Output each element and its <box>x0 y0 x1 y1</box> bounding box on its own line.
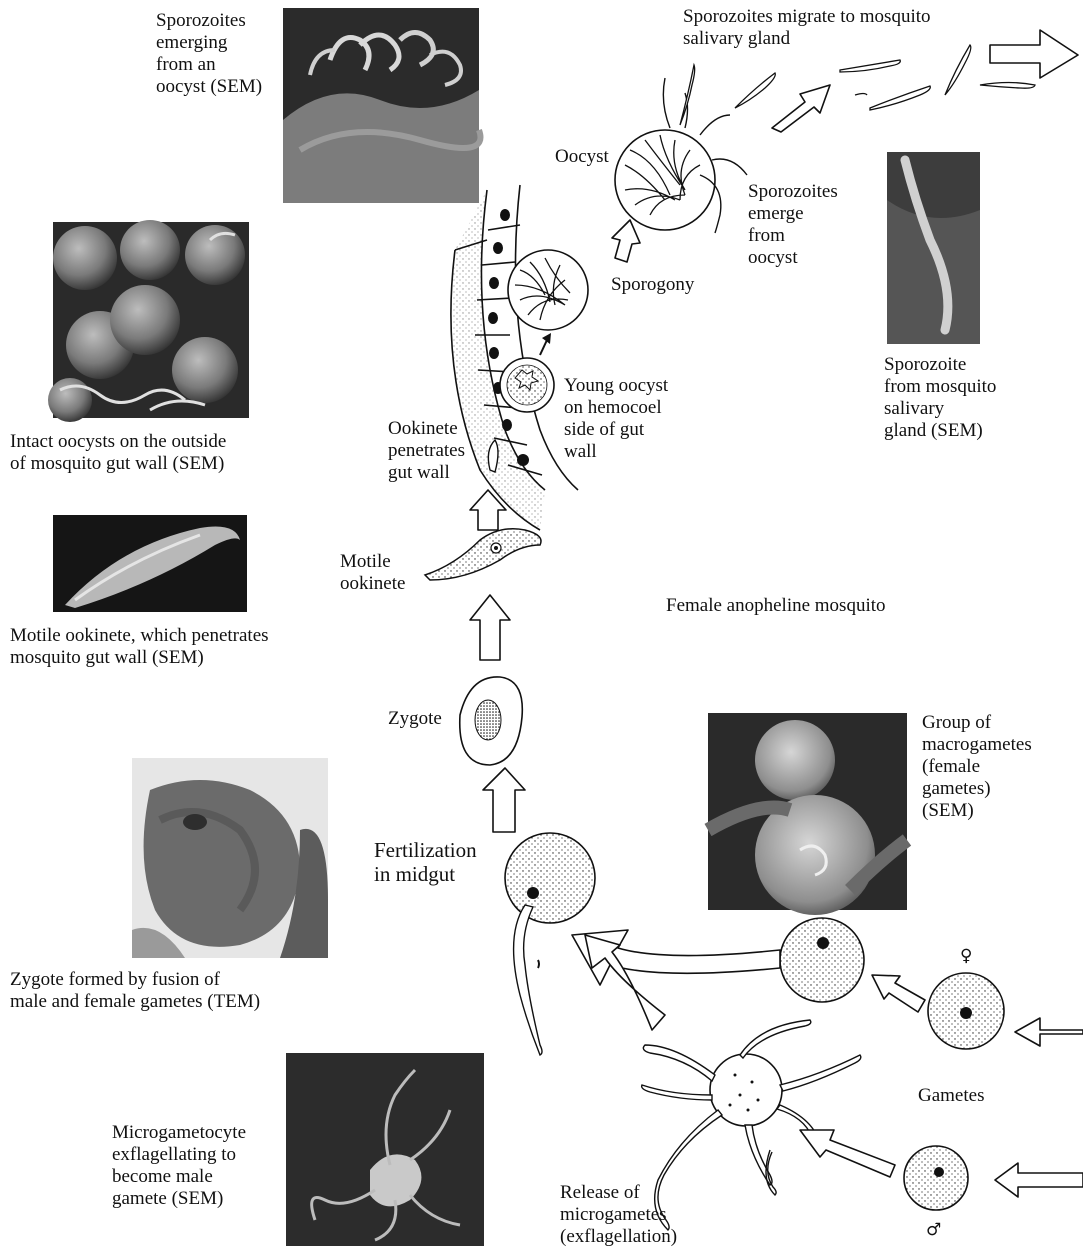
label-young-oocyst: Young oocyst on hemocoel side of gut wal… <box>564 375 668 463</box>
male-symbol: ♂ <box>926 1219 941 1241</box>
label-female-mosquito: Female anopheline mosquito <box>666 595 886 617</box>
photo-zygote-tem <box>132 758 328 958</box>
sporogony-oocyst <box>508 250 588 330</box>
label-motile-ookinete-sem: Motile ookinete, which penetrates mosqui… <box>10 625 269 669</box>
photo-motile-ookinete <box>53 515 247 612</box>
label-zygote: Zygote <box>388 708 442 730</box>
label-sporozoites-emerge: Sporozoites emerge from oocyst <box>748 181 838 269</box>
motile-ookinete-drawing <box>425 529 541 580</box>
label-sporozoites-emerging: Sporozoites emerging from an oocyst (SEM… <box>156 10 262 98</box>
female-symbol: ♀ <box>960 945 972 967</box>
label-sporozoites-migrate: Sporozoites migrate to mosquito salivary… <box>683 6 931 50</box>
label-ookinete-penetrates: Ookinete penetrates gut wall <box>388 418 465 484</box>
label-release-microgametes: Release of microgametes (exflagellation) <box>560 1182 677 1248</box>
migrating-sporozoites <box>680 45 1035 125</box>
photo-microgametocyte <box>286 1053 484 1246</box>
label-macrogametes: Group of macrogametes (female gametes) (… <box>922 712 1032 822</box>
photo-sporozoite-gland <box>887 152 980 344</box>
label-microgametocyte: Microgametocyte exflagellating to become… <box>112 1122 246 1210</box>
young-oocyst <box>500 358 554 412</box>
photo-intact-oocysts <box>48 220 249 422</box>
label-zygote-tem: Zygote formed by fusion of male and fema… <box>10 969 260 1013</box>
arrow-young-to-sporogony <box>540 340 547 355</box>
photo-sporozoites-emerging <box>283 8 480 203</box>
label-sporozoite-gland: Sporozoite from mosquito salivary gland … <box>884 354 996 442</box>
photo-macrogametes <box>708 713 907 915</box>
mature-oocyst <box>615 78 747 233</box>
label-gametes: Gametes <box>918 1085 984 1107</box>
zygote-drawing <box>460 677 523 765</box>
label-sporogony: Sporogony <box>611 274 694 296</box>
label-oocyst: Oocyst <box>555 146 609 168</box>
label-motile-ookinete: Motile ookinete <box>340 551 405 595</box>
label-fertilization: Fertilization in midgut <box>374 838 477 886</box>
label-intact-oocysts: Intact oocysts on the outside of mosquit… <box>10 431 226 475</box>
